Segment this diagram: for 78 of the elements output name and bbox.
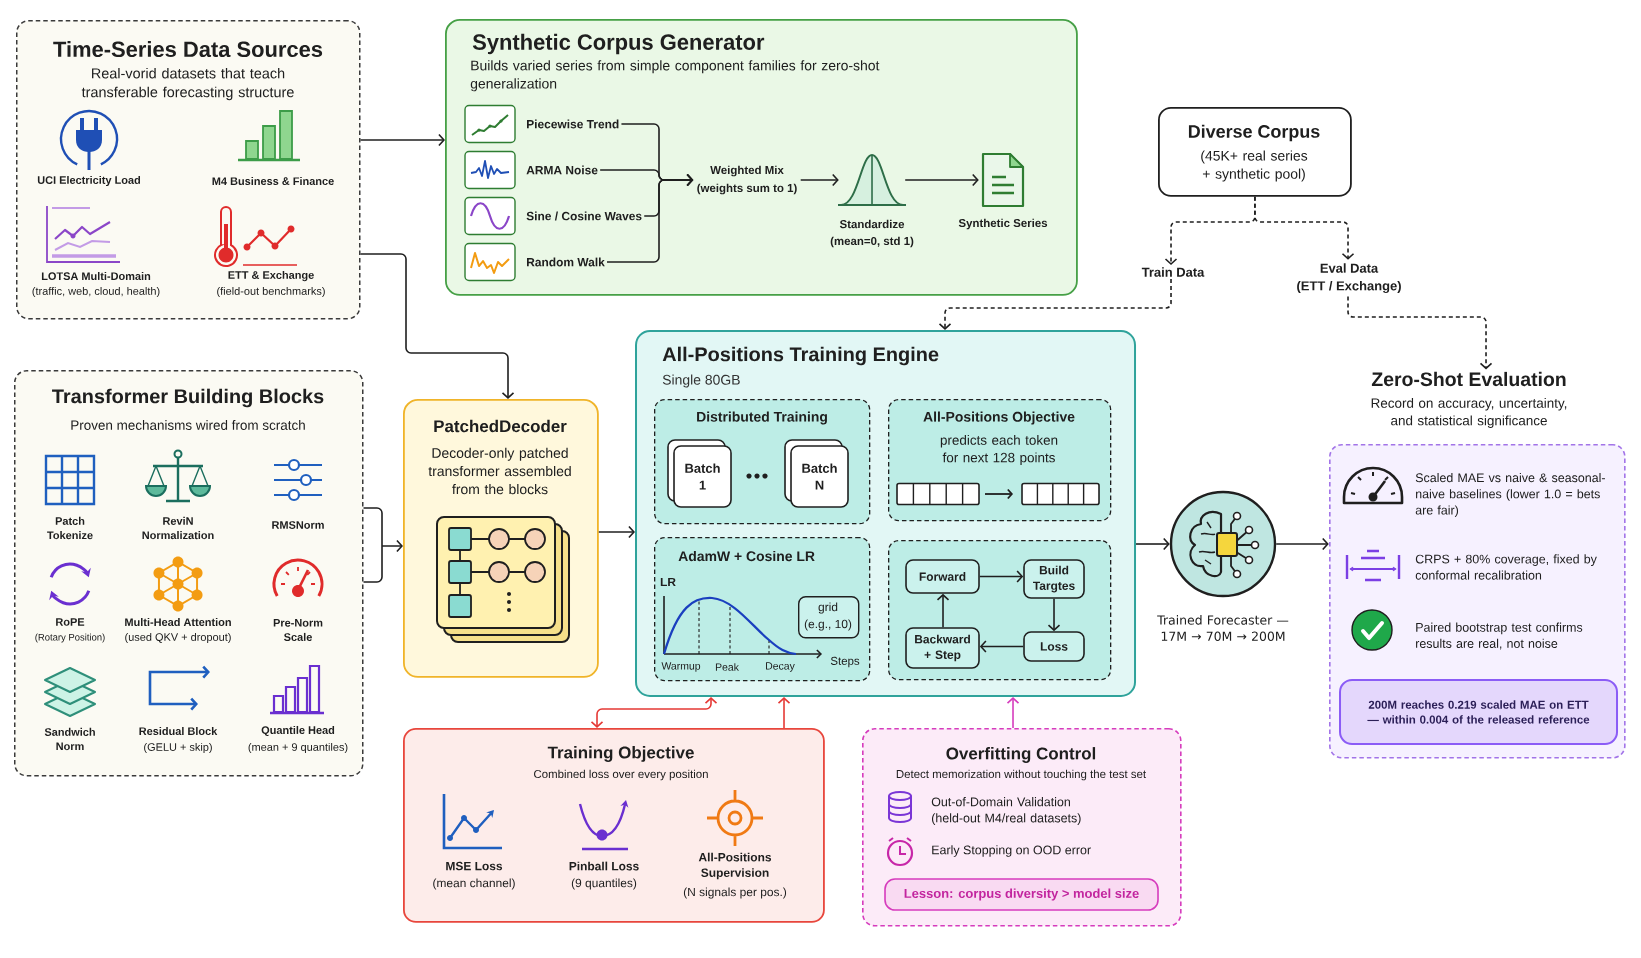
item-note: (used QKV + dropout) [125,632,231,644]
item-label: RoPE [56,618,85,626]
panel-subtitle: Single 80GB [662,374,740,388]
tick-label: Peak [715,663,739,671]
step-note: (mean=0, std 1) [830,236,914,248]
item-label: LOTSA Multi-Domain [41,272,151,281]
item-note: (traffic, web, cloud, health) [32,286,160,298]
tick-label: Decay [766,662,795,672]
panel-text: predicts each token for next 128 points [940,435,1058,465]
item-note: (GELU + skip) [144,742,212,754]
item-label: Random Walk [527,257,605,267]
item-label: Sine / Cosine Waves [526,211,642,221]
item-text: Scaled MAE vs naive & seasonal-naive baselines (lower 1.0 = bets are fair) [1415,473,1605,517]
panel-subtitle: Combined loss over every position [534,769,708,781]
axis-label: LR [660,577,676,587]
step-label: Standardize [839,219,905,229]
item-label: M4 Business & Finance [212,177,334,186]
panel-title: Overfitting Control [946,747,1096,763]
item-label: All-Positions Supervision [698,852,772,880]
item-label: Pinball Loss [569,861,639,871]
panel-title: Transformer Building Blocks [52,388,324,408]
batch-card: Batch 1 [667,439,732,508]
item-text: Out-of-Domain Validation (held-out M4/real datasets) [931,797,1081,825]
panel-title: Training Objective [547,746,694,762]
item-note: (field-out benchmarks) [217,286,325,298]
item-label: RMSNorm [272,521,324,529]
panel-title: All-Positions Objective [923,411,1075,425]
node-label: Trained Forecaster — 17M → 70M → 200M [1157,615,1289,641]
item-label: Residual Block [139,727,218,736]
item-label: Pre-Norm Scale [273,619,323,641]
item-note: (Rotary Position) [35,633,105,643]
panel-subtitle: Detect memorization without touching the test set [896,769,1146,781]
item-label: ARMA Noise [526,165,598,175]
lesson-box: Lesson: corpus diversity > model size [884,878,1159,911]
step-label: Weighted Mix [710,165,784,177]
panel-subtitle: Proven mechanisms wired from scratch [71,420,305,430]
item-note: (mean + 9 quantiles) [248,742,348,754]
axis-label: Steps [830,656,860,668]
step-box: Loss [1023,631,1085,662]
item-label: ETT & Exchange [228,270,314,282]
panel-title: AdamW + Cosine LR [678,550,815,562]
panel-text: Decoder-only patched transformer assembled from the blocks [428,447,571,495]
item-note: (9 quantiles) [571,878,637,890]
item-label: Multi-Head Attention [125,618,231,627]
tick-label: Warmup [661,662,701,672]
step-box: Build Targtes [1023,559,1085,599]
item-label: MSE Loss [446,861,503,871]
panel-subtitle: Record on accuracy, uncertainty, and statistical significance [1371,398,1567,428]
item-label: Patch Tokenize [47,516,93,540]
item-note: (mean channel) [433,878,515,890]
flow-label: Eval Data [1320,263,1379,273]
panel-title: All-Positions Training Engine [662,346,939,366]
item-text: Paired bootstrap test confirms results are real, not noise [1416,622,1583,650]
step-label: Synthetic Series [958,218,1048,230]
panel-title: Distributed Training [697,411,827,425]
item-label: Quantile Head [261,725,335,737]
batch-card: Batch N [784,439,849,508]
step-box: Backward + Step [905,627,980,669]
item-text: CRPS + 80% coverage, fixed by conformal recalibration [1415,554,1597,580]
flow-label: (ETT / Exchange) [1297,280,1401,294]
note-box: grid (e.g., 10) [798,596,860,639]
panel-title: Synthetic Corpus Generator [472,33,765,55]
panel-subtitle: Builds varied series from simple component families for zero-shot generalization [470,60,880,92]
item-note: (N signals per pos.) [683,887,787,899]
step-note: (weights sum to 1) [697,183,797,195]
step-box: Forward [905,559,980,594]
panel-title: Time-Series Data Sources [53,40,323,58]
item-label: ReviN Normalization [142,516,214,540]
item-label: UCI Electricity Load [37,175,141,187]
panel-subtitle: Real-vorid datasets that teach transferable forecasting structure [81,67,294,101]
item-label: Sandwich Norm [44,727,95,751]
flow-label: Train Data [1141,267,1205,277]
process-box: Diverse Corpus (45K+ real series + synthetic pool) [1158,107,1352,197]
item-label: Piecewise Trend [527,119,619,129]
highlight-box: 200M reaches 0.219 scaled MAE on ETT — within 0.004 of the released reference [1339,679,1618,745]
item-text: Early Stopping on OOD error [932,845,1091,857]
panel-title: Zero-Shot Evaluation [1371,371,1566,387]
panel-title: PatchedDecoder [434,419,567,433]
